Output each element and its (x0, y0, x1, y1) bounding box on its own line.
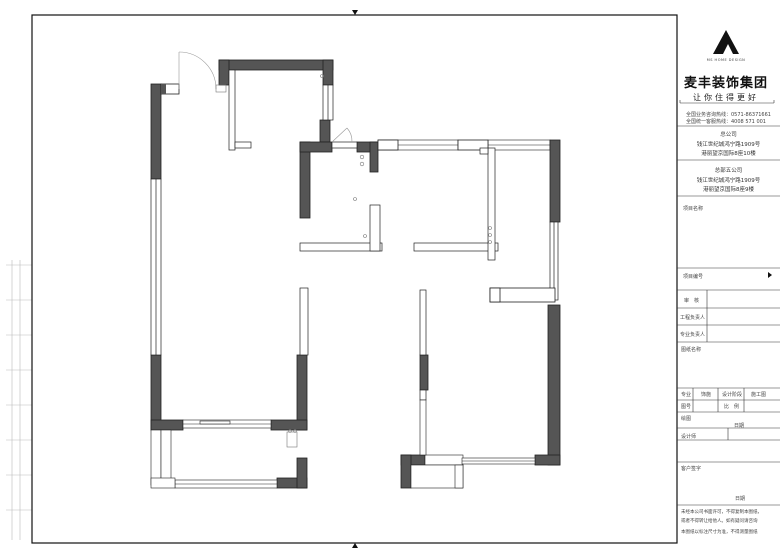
project-number-label: 项目编号 (683, 274, 704, 280)
drawing-number-label: 图号 (681, 404, 692, 410)
drawing-name-label: 图纸名称 (681, 347, 702, 353)
kitchen-thin-walls (299, 141, 383, 252)
company-name: 麦丰装饰集团 (683, 76, 768, 91)
review-label: 审 核 (684, 298, 700, 304)
bedroom-fixtures (488, 226, 492, 244)
north-wall-segments (377, 139, 489, 151)
east-bedroom-corner (489, 287, 556, 303)
designer-label: 设计师 (681, 434, 697, 440)
note-2: 或者不得转让给他人。如有疑问请咨询 (681, 519, 758, 524)
specialty-value: 饰施 (701, 392, 712, 398)
drawing-frame (31, 14, 678, 544)
logo-triangle-icon (713, 30, 739, 54)
specialty-label: 专业 (681, 392, 692, 398)
kitchen-walls (299, 141, 379, 219)
entry-door (178, 51, 217, 90)
balcony-fixtures (286, 429, 298, 448)
note-1: 未经本公司书面许可，不得复制本图纸， (681, 510, 762, 515)
drawing-label: 绘图 (681, 416, 692, 422)
balcony-rail (150, 429, 278, 489)
branch-label: 总部五公司 (714, 168, 743, 174)
project-name-label: 项目名称 (683, 206, 704, 212)
west-wall-end (161, 84, 166, 94)
hotline-service: 全国业务咨询热线：0571-86371661 (686, 112, 771, 118)
upper-bath-fixtures (215, 74, 324, 93)
upper-bath-walls (218, 59, 334, 143)
hq-label: 总公司 (720, 132, 737, 138)
logo-subtext: MS HOME DESIGN (706, 58, 746, 62)
scale-label: 比 例 (724, 404, 740, 410)
bottom-center-mark (352, 543, 358, 548)
specialty-lead-label: 专业负责人 (680, 332, 706, 338)
upper-bath-thin-walls (228, 69, 334, 151)
living-partition-dark (296, 354, 429, 431)
note-3: 本图纸以标注尺寸为准，不得测量图纸 (681, 530, 758, 535)
hq-address-2: 港丽望京国际8座10楼 (701, 151, 756, 157)
south-balcony-light (410, 399, 536, 489)
west-wall-window (150, 178, 162, 356)
date-label: 日期 (734, 423, 745, 429)
client-date-label: 日期 (735, 496, 746, 502)
bedroom-partitions (413, 147, 499, 261)
east-wall (547, 139, 561, 466)
right-center-mark (768, 272, 772, 278)
living-partition-light (299, 287, 427, 401)
title-block (677, 30, 780, 506)
design-stage-label: 设计阶段 (722, 392, 743, 398)
engineering-lead-label: 工程负责人 (680, 315, 706, 321)
kitchen-fixtures (353, 154, 367, 238)
balcony-sliding-door (182, 419, 272, 429)
branch-address-1: 钱江世纪城鸿宁路1909号 (696, 178, 761, 184)
hq-address-1: 钱江世纪城鸿宁路1909号 (696, 142, 761, 148)
branch-address-2: 港丽望京国际8座9楼 (703, 187, 754, 193)
left-ruler-marks (6, 260, 32, 540)
client-signature-label: 客户签字 (681, 466, 702, 472)
design-stage-value: 施工图 (751, 392, 767, 398)
top-center-mark (352, 10, 358, 15)
company-slogan: 让你住得更好 (693, 93, 759, 102)
floor-plan (150, 51, 561, 489)
hotline-single: 全国统一客服热线：4008 571 001 (686, 119, 766, 125)
kitchen-door (331, 127, 353, 143)
